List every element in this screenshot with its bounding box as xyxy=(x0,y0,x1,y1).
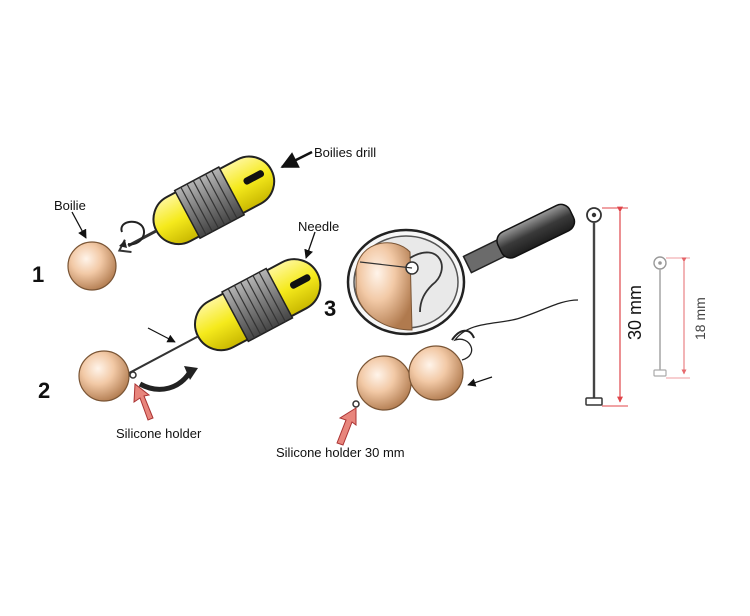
drill-pointer-arrow xyxy=(280,150,313,169)
pin-18mm-icon xyxy=(653,256,667,377)
needle-pointer-arrow xyxy=(147,327,176,343)
step-number-2: 2 xyxy=(38,378,50,403)
silicone-holder-arrow xyxy=(133,383,154,421)
label-boilie: Boilie xyxy=(54,198,86,213)
label-18mm: 18 mm xyxy=(692,297,708,340)
label-silicone-holder-30: Silicone holder 30 mm xyxy=(276,445,405,460)
motion-arrow-icon xyxy=(138,370,193,392)
label-needle: Needle xyxy=(298,219,339,234)
boilie-1 xyxy=(67,241,117,291)
silicone-holder-ring xyxy=(129,371,137,379)
hair-pointer-arrow xyxy=(467,376,493,387)
dimension-18mm xyxy=(666,257,690,379)
pin-30mm-icon xyxy=(585,207,603,406)
boilie-pointer-arrow xyxy=(71,211,87,239)
silicone-holder-ring-2 xyxy=(352,400,360,408)
boilie-drill-icon xyxy=(117,155,276,254)
needle-label-arrow xyxy=(304,231,316,259)
step-number-1: 1 xyxy=(32,262,44,287)
step-number-3: 3 xyxy=(324,296,336,321)
magnifier-icon xyxy=(346,203,576,336)
boilie-3b xyxy=(408,345,464,401)
hook-line xyxy=(453,299,579,361)
label-silicone-holder: Silicone holder xyxy=(116,426,202,441)
label-30mm: 30 mm xyxy=(625,285,645,340)
label-boilies-drill: Boilies drill xyxy=(314,145,376,160)
silicone-holder-30-arrow xyxy=(336,407,357,446)
baiting-needle-icon xyxy=(122,258,322,378)
rotation-arrow-icon xyxy=(120,220,146,246)
dimension-30mm xyxy=(602,206,628,407)
hook-icon xyxy=(451,329,475,341)
boilie-3a xyxy=(356,355,412,411)
boilie-2 xyxy=(78,350,130,402)
